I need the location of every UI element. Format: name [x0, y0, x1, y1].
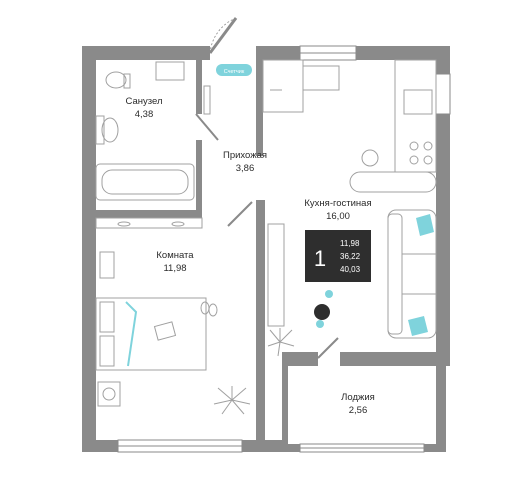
room-name-hallway: Прихожая: [223, 150, 267, 161]
room-name-kitchen: Кухня-гостиная: [304, 198, 371, 209]
room-area-kitchen: 16,00: [326, 211, 350, 222]
room-area-bedroom: 11,98: [163, 263, 186, 274]
living-area: 11,98: [340, 239, 360, 248]
kitchen-fixtures: [262, 59, 437, 359]
bathroom-fixtures: [95, 61, 211, 201]
room-name-loggia: Лоджия: [341, 392, 375, 403]
room-area-bathroom: 4,38: [135, 109, 154, 120]
bedroom-fixtures: [95, 201, 253, 415]
windows: [117, 45, 451, 453]
plant: [267, 328, 295, 357]
sofa-pillows: [408, 214, 434, 336]
total-with-loggia: 40,03: [340, 265, 361, 274]
blanket: [125, 301, 138, 367]
room-labels: Санузел 4,38 Прихожая 3,86 Кухня-гостина…: [125, 96, 374, 416]
room-name-bedroom: Комната: [156, 250, 194, 261]
room-name-bathroom: Санузел: [125, 96, 162, 107]
meter-tag: Счетчик: [216, 64, 252, 76]
person-figure: [314, 290, 333, 328]
svg-text:Счетчик: Счетчик: [224, 69, 245, 75]
room-area-loggia: 2,56: [349, 405, 368, 416]
area-summary-badge: 1 11,98 36,22 40,03: [305, 230, 371, 282]
total-area: 36,22: [340, 252, 361, 261]
rooms-count: 1: [314, 246, 326, 271]
room-area-hallway: 3,86: [236, 163, 255, 174]
entrance-door: [208, 17, 238, 54]
bathroom-door: [195, 113, 219, 141]
